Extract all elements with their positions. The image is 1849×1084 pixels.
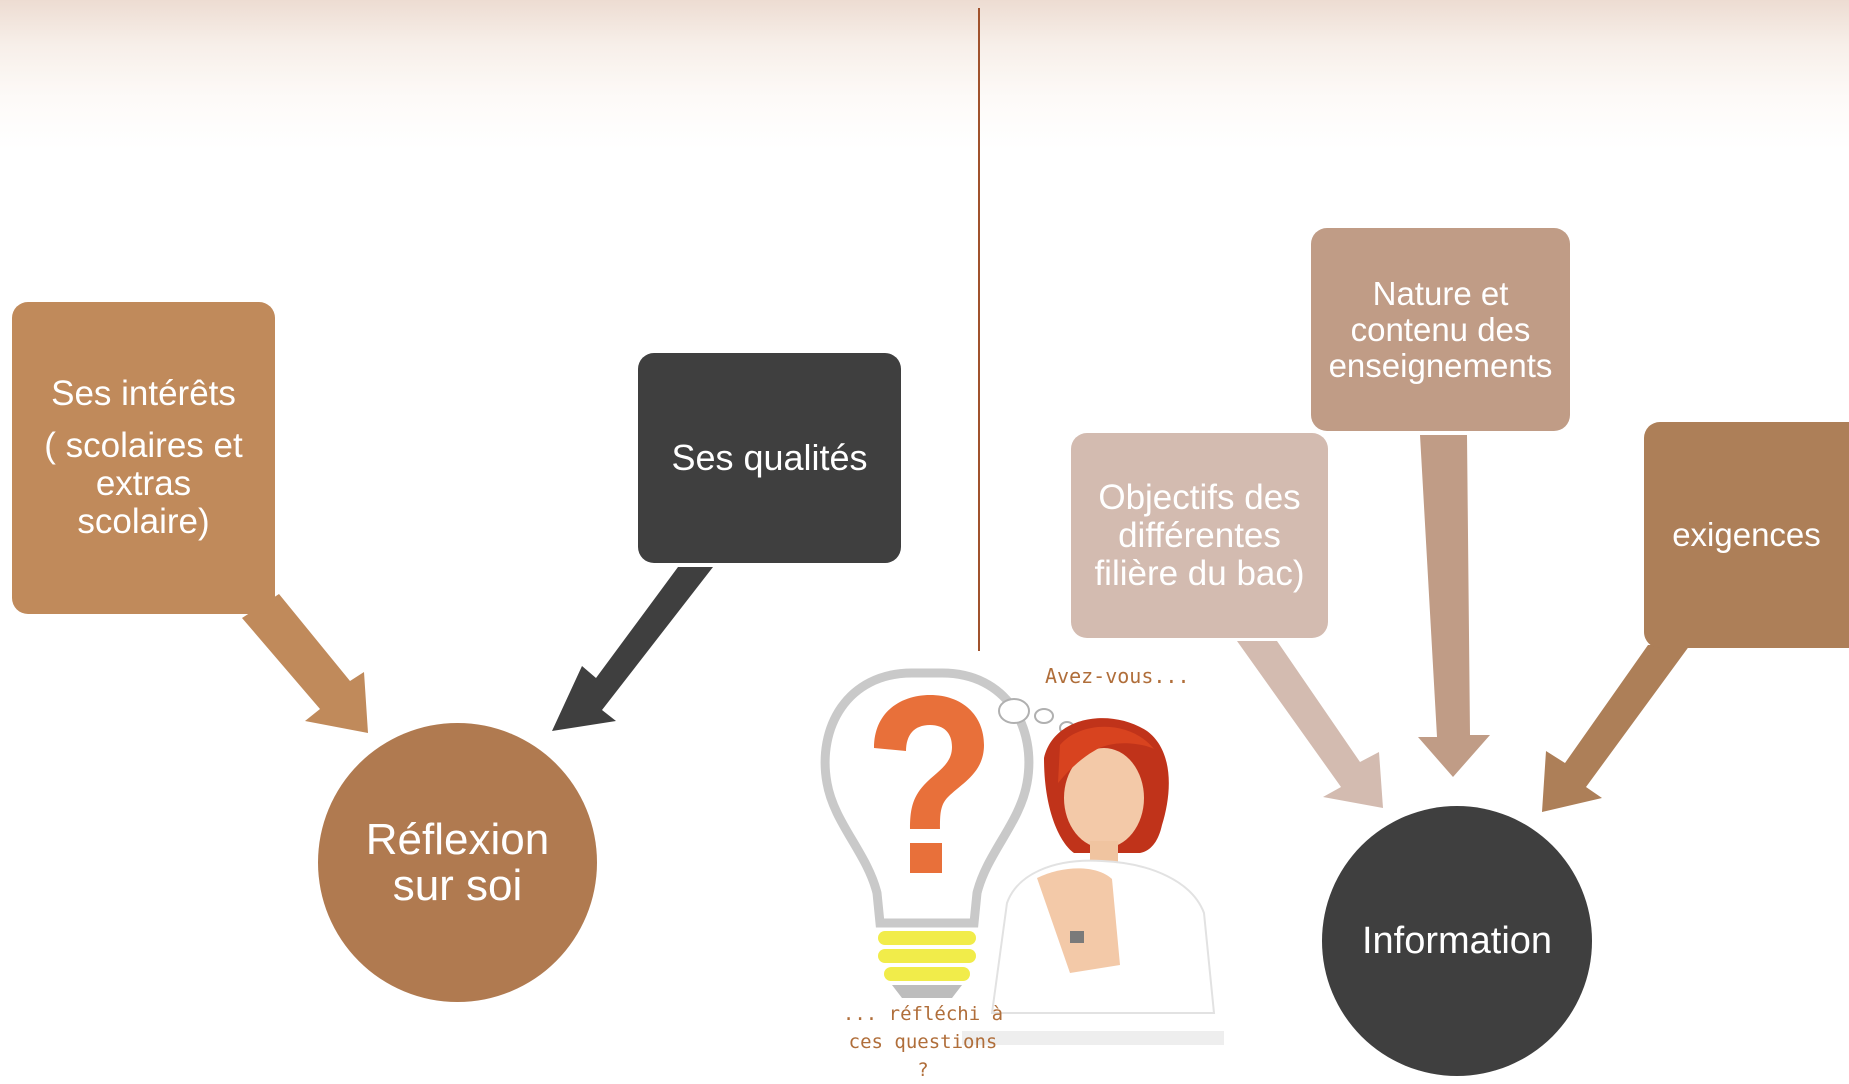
box-ses-qualites: Ses qualités — [638, 353, 901, 563]
nature-line: enseignements — [1328, 346, 1553, 384]
box-nature-contenu: Nature et contenu des enseignements — [1311, 228, 1570, 431]
objectifs-line: différentes — [1118, 515, 1281, 555]
information-label: Information — [1361, 919, 1553, 962]
objectifs-line: Objectifs des — [1098, 477, 1301, 517]
circle-reflexion-sur-soi: Réflexion sur soi — [318, 723, 597, 1002]
arrow-nature-to-information — [1418, 435, 1490, 777]
reflexion-line: Réflexion — [365, 814, 550, 864]
interets-line: ( scolaires et — [44, 426, 243, 465]
nature-line: Nature et — [1372, 274, 1509, 312]
arrow-interets-to-reflexion — [242, 594, 368, 733]
arrow-exigences-to-information — [1542, 645, 1690, 812]
arrow-objectifs-to-information — [1237, 641, 1383, 808]
vertical-divider — [978, 8, 980, 651]
question-mark-icon — [874, 695, 984, 873]
circle-information: Information — [1322, 806, 1592, 1076]
box-objectifs: Objectifs des différentes filière du bac… — [1071, 433, 1328, 638]
caption-line: ... réfléchi à — [842, 1003, 1004, 1025]
reflexion-line: sur soi — [392, 860, 523, 910]
header-gradient-band — [0, 0, 1849, 150]
arrow-qualites-to-reflexion — [552, 567, 713, 731]
objectifs-line: filière du bac) — [1094, 553, 1305, 593]
thinking-woman-illustration — [820, 668, 1224, 1045]
interets-title: Ses intérêts — [51, 374, 236, 413]
interets-line: extras — [95, 464, 192, 503]
nature-line: contenu des — [1350, 310, 1531, 348]
exigences-label: exigences — [1672, 516, 1821, 553]
thought-text: Avez-vous... — [1045, 664, 1190, 688]
woman-thinking-figure — [962, 718, 1224, 1045]
box-ses-interets: Ses intérêts ( scolaires et extras scola… — [12, 302, 275, 614]
caption-line: ces questions ? — [848, 1031, 998, 1081]
qualites-label: Ses qualités — [671, 437, 868, 478]
interets-line: scolaire) — [77, 502, 210, 541]
box-exigences: exigences — [1644, 422, 1849, 648]
illustration-caption: ... réfléchi à ces questions ? — [838, 1000, 1008, 1084]
